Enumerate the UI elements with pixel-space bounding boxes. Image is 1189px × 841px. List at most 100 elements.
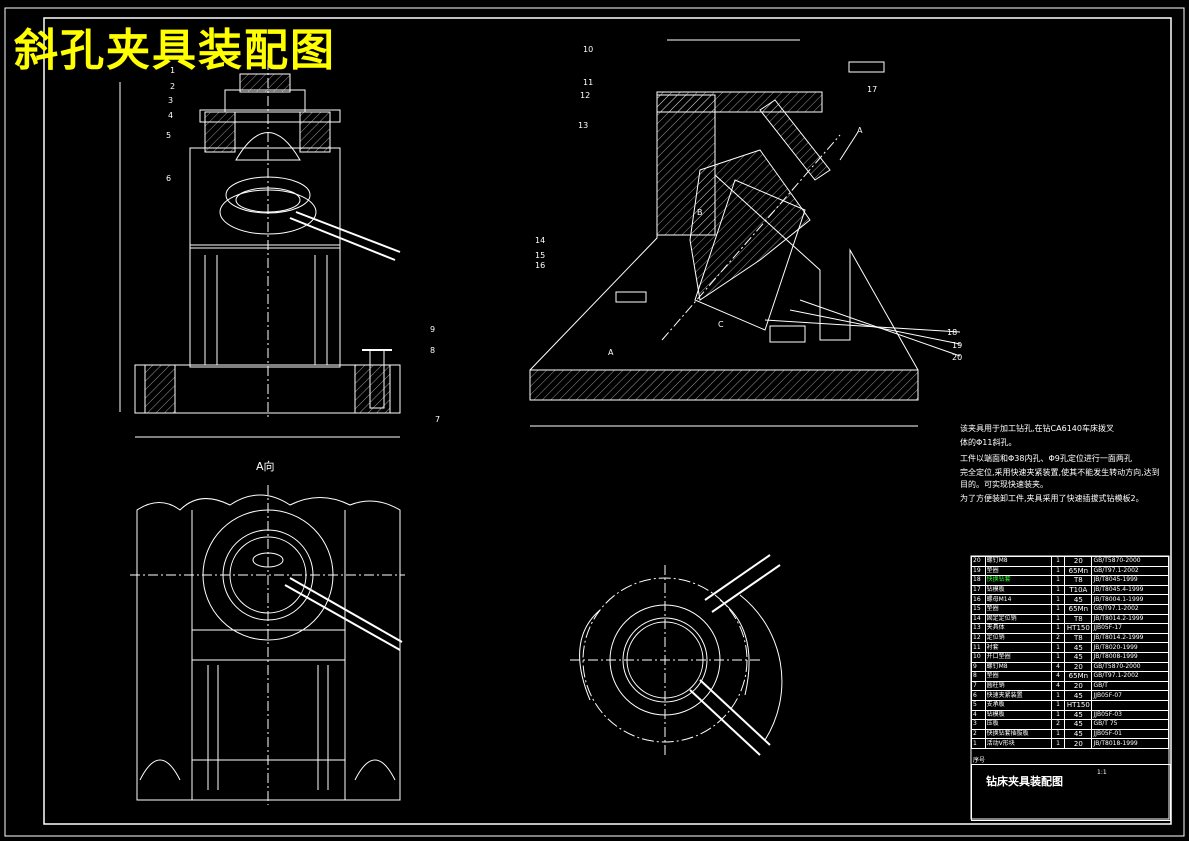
bom-cell-std: GB/T97.1-2002 [1091, 671, 1169, 682]
bom-cell-mat: T8 [1064, 613, 1093, 625]
bom-cell-mat: 45 [1064, 651, 1093, 663]
outer-border [4, 7, 1185, 837]
bom-cell-no: 17 [971, 584, 986, 596]
bom-cell-name: 夹具体 [984, 623, 1052, 634]
bom-cell-mat: 45 [1064, 642, 1093, 653]
bom-cell-no: 12 [971, 632, 986, 644]
callout-9: 9 [430, 325, 436, 334]
inner-border [43, 17, 1172, 825]
bom-cell-std: JJB05F-07 [1091, 690, 1169, 701]
bom-cell-qty: 1 [1050, 738, 1066, 749]
callout-1: 1 [170, 66, 176, 75]
bom-cell-qty: 1 [1050, 613, 1066, 625]
callout-8: 8 [430, 346, 436, 355]
bom-cell-std: JB/T8018-1999 [1091, 738, 1169, 749]
bom-cell-std: JB/T8014.2-1999 [1091, 632, 1169, 644]
bom-cell-qty: 1 [1050, 603, 1066, 615]
seq-header: 序号 [973, 757, 986, 764]
bom-cell-mat: 45 [1064, 719, 1093, 730]
section-label-c: C [718, 320, 724, 329]
bom-cell-qty: 4 [1050, 661, 1066, 673]
bom-cell-no: 18 [971, 575, 986, 586]
bom-cell-name: 定位销 [984, 632, 1052, 644]
bom-cell-mat: 65Mn [1064, 565, 1093, 577]
bom-cell-mat: 45 [1064, 594, 1093, 605]
bom-cell-mat: T8 [1064, 575, 1093, 586]
bom-cell-name: 衬套 [984, 642, 1052, 653]
callout-11: 11 [583, 78, 594, 87]
callout-18: 18 [947, 328, 958, 337]
bom-cell-qty: 4 [1050, 680, 1066, 692]
bom-cell-no: 13 [971, 623, 986, 634]
bom-cell-no: 10 [971, 651, 986, 663]
bom-cell-name: 垫圈 [984, 565, 1052, 577]
bom-cell-name: 钻模板 [984, 709, 1052, 721]
bom-cell-no: 3 [971, 719, 986, 730]
callout-13: 13 [578, 121, 589, 130]
bom-cell-mat: 20 [1064, 680, 1093, 692]
section-label-a2: A [608, 348, 614, 357]
bom-cell-no: 11 [971, 642, 986, 653]
bom-cell-mat: 20 [1064, 738, 1093, 749]
bom-cell-mat: T8 [1064, 632, 1093, 644]
bom-cell-name: 开口垫圈 [984, 651, 1052, 663]
bom-cell-name: 固定定位销 [984, 613, 1052, 625]
bom-cell-name: 活动V形块 [984, 738, 1052, 749]
bom-cell-name: 支承板 [984, 699, 1052, 711]
bom-cell-name: 螺母M14 [984, 594, 1052, 605]
bom-cell-qty: 1 [1050, 642, 1066, 653]
bom-cell-std: JJB05F-17 [1091, 623, 1169, 634]
bom-cell-no: 14 [971, 613, 986, 625]
bom-cell-no: 4 [971, 709, 986, 721]
section-label-a1: A [857, 126, 863, 135]
bom-cell-std [1091, 699, 1169, 711]
bom-cell-name: 钻模板 [984, 584, 1052, 596]
bom-cell-name: 快换钻套插拔板 [984, 728, 1052, 740]
callout-5: 5 [166, 131, 172, 140]
a-direction-view [130, 485, 405, 805]
bom-cell-no: 20 [971, 556, 986, 567]
bom-cell-no: 16 [971, 594, 986, 605]
bom-cell-qty: 1 [1050, 623, 1066, 634]
title-block: 序号 钻床夹具装配图 1:1 [971, 757, 1171, 821]
callout-15: 15 [535, 251, 546, 260]
bom-cell-mat: 45 [1064, 709, 1093, 721]
bom-cell-name: 圆柱销 [984, 680, 1052, 692]
bom-cell-qty: 1 [1050, 728, 1066, 740]
bom-cell-qty: 1 [1050, 699, 1066, 711]
callout-4: 4 [168, 111, 174, 120]
bom-cell-qty: 1 [1050, 565, 1066, 577]
drawing-title: 斜孔夹具装配图 [14, 25, 336, 76]
bom-cell-std: GB/T [1091, 680, 1169, 692]
bom-cell-name: 螺钉M8 [984, 556, 1052, 567]
bom-cell-std: JB/T8004.1-1999 [1091, 594, 1169, 605]
bom-cell-mat: 20 [1064, 556, 1093, 567]
callout-7: 7 [435, 415, 441, 424]
note-line-3: 工件以端面和Φ38内孔、Φ9孔定位进行一面两孔 [960, 454, 1132, 463]
bom-cell-qty: 2 [1050, 719, 1066, 730]
note-line-4: 完全定位,采用快速夹紧装置,使其不能发生转动方向,达到 [960, 468, 1160, 477]
bom-cell-name: 快速夹紧装置 [984, 690, 1052, 701]
bom-cell-no: 6 [971, 690, 986, 701]
front-view [119, 60, 401, 438]
note-line-5: 目的。可实现快速装夹。 [960, 480, 1048, 489]
bom-cell-std: JB/T8045.4-1999 [1091, 584, 1169, 596]
bom-cell-qty: 1 [1050, 575, 1066, 586]
bom-cell-mat: 65Mn [1064, 603, 1093, 615]
bom-cell-no: 8 [971, 671, 986, 682]
note-line-6: 为了方便装卸工件,夹具采用了快速插拔式钻模板2。 [960, 494, 1144, 503]
